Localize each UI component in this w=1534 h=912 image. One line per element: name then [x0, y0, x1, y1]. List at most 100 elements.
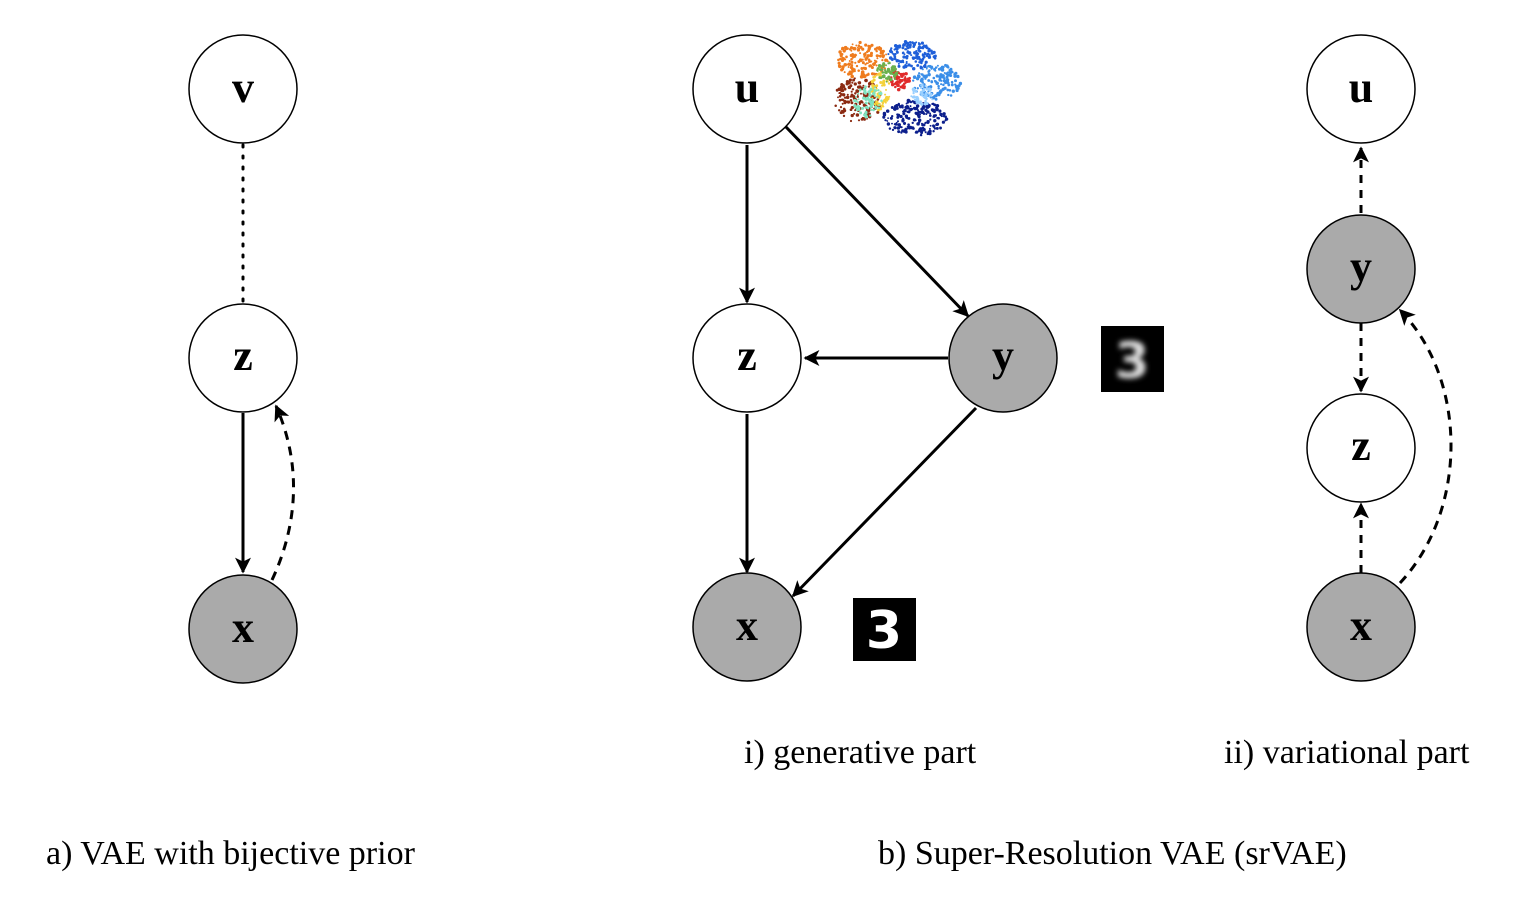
scatter-point [955, 88, 959, 93]
scatter-point [858, 102, 862, 106]
scatter-point [950, 83, 954, 87]
scatter-point [954, 71, 958, 75]
scatter-point [885, 53, 888, 56]
scatter-point [851, 43, 854, 46]
scatter-point [905, 62, 908, 65]
scatter-point [895, 106, 899, 110]
scatter-point [901, 46, 905, 50]
scatter-point [928, 95, 931, 98]
scatter-point [841, 98, 845, 102]
scatter-point [879, 54, 882, 58]
scatter-point [837, 109, 841, 112]
scatter-point [863, 90, 867, 95]
scatter-point [885, 64, 887, 67]
scatter-point [887, 75, 891, 79]
scatter-point [932, 130, 935, 133]
scatter-point [954, 79, 957, 83]
scatter-point [867, 54, 870, 57]
scatter-point [854, 92, 857, 95]
scatter-point [851, 52, 855, 56]
scatter-point [911, 56, 915, 59]
y-thumbnail-digit: 3 [1115, 332, 1150, 390]
scatter-point [930, 49, 933, 53]
scatter-point [921, 88, 926, 93]
scatter-point [928, 129, 932, 133]
scatter-point [850, 49, 853, 52]
scatter-point [848, 78, 852, 82]
scatter-point [908, 125, 913, 130]
scatter-point [874, 86, 876, 89]
scatter-point [935, 126, 939, 130]
scatter-point [845, 63, 849, 66]
scatter-point [935, 106, 939, 110]
scatter-point [850, 90, 853, 93]
scatter-point [918, 49, 922, 53]
scatter-point [922, 75, 925, 78]
scatter-point [841, 52, 844, 56]
scatter-point [897, 44, 902, 48]
scatter-point [917, 45, 922, 50]
scatter-point [921, 46, 925, 50]
scatter-point [859, 52, 862, 55]
scatter-point [867, 73, 870, 76]
scatter-point [918, 128, 922, 132]
scatter-point [924, 121, 927, 125]
scatter-point [887, 82, 891, 85]
scatter-point [940, 114, 943, 118]
scatter-point [863, 74, 867, 78]
scatter-point [912, 90, 915, 93]
scatter-point [902, 112, 906, 115]
scatter-point [916, 77, 919, 80]
scatter-point [944, 63, 947, 67]
scatter-point [855, 44, 858, 47]
scatter-point [846, 100, 851, 104]
scatter-point [906, 77, 910, 81]
scatter-point [896, 80, 900, 83]
scatter-point [902, 86, 906, 90]
scatter-point [920, 131, 924, 135]
scatter-point [860, 100, 863, 103]
scatter-point [897, 123, 900, 126]
scatter-point [876, 96, 879, 99]
scatter-point [875, 84, 879, 88]
scatter-point [921, 81, 924, 84]
scatter-point [864, 79, 867, 82]
scatter-point [941, 120, 946, 124]
scatter-point [884, 119, 887, 122]
scatter-point [886, 60, 889, 63]
scatter-point [938, 75, 942, 79]
scatter-point [880, 106, 883, 109]
scatter-point [881, 49, 884, 52]
scatter-point [863, 55, 866, 58]
scatter-point [908, 45, 912, 49]
scatter-point [911, 126, 915, 129]
scatter-point [847, 62, 852, 66]
node-gen-u: u [692, 34, 802, 144]
scatter-point [904, 130, 908, 134]
scatter-point [890, 66, 894, 69]
scatter-point [903, 53, 906, 56]
scatter-point [915, 106, 919, 110]
scatter-point [958, 81, 963, 86]
scatter-point [901, 129, 905, 133]
scatter-point [875, 54, 879, 58]
scatter-point [850, 60, 854, 64]
scatter-point [851, 88, 855, 91]
scatter-point [919, 113, 921, 116]
node-a-v: v [188, 34, 298, 144]
scatter-point [843, 63, 847, 67]
scatter-point [888, 49, 893, 53]
scatter-point [885, 109, 890, 113]
scatter-point [904, 48, 907, 51]
scatter-point [933, 103, 937, 107]
scatter-point [920, 87, 923, 90]
scatter-point [855, 54, 858, 57]
scatter-point [910, 107, 914, 111]
scatter-point [892, 65, 897, 69]
node-a-x: x [188, 574, 298, 684]
scatter-point [885, 72, 888, 75]
scatter-point [852, 46, 856, 51]
scatter-point [839, 105, 843, 109]
scatter-point [874, 60, 878, 63]
scatter-point [868, 45, 872, 49]
